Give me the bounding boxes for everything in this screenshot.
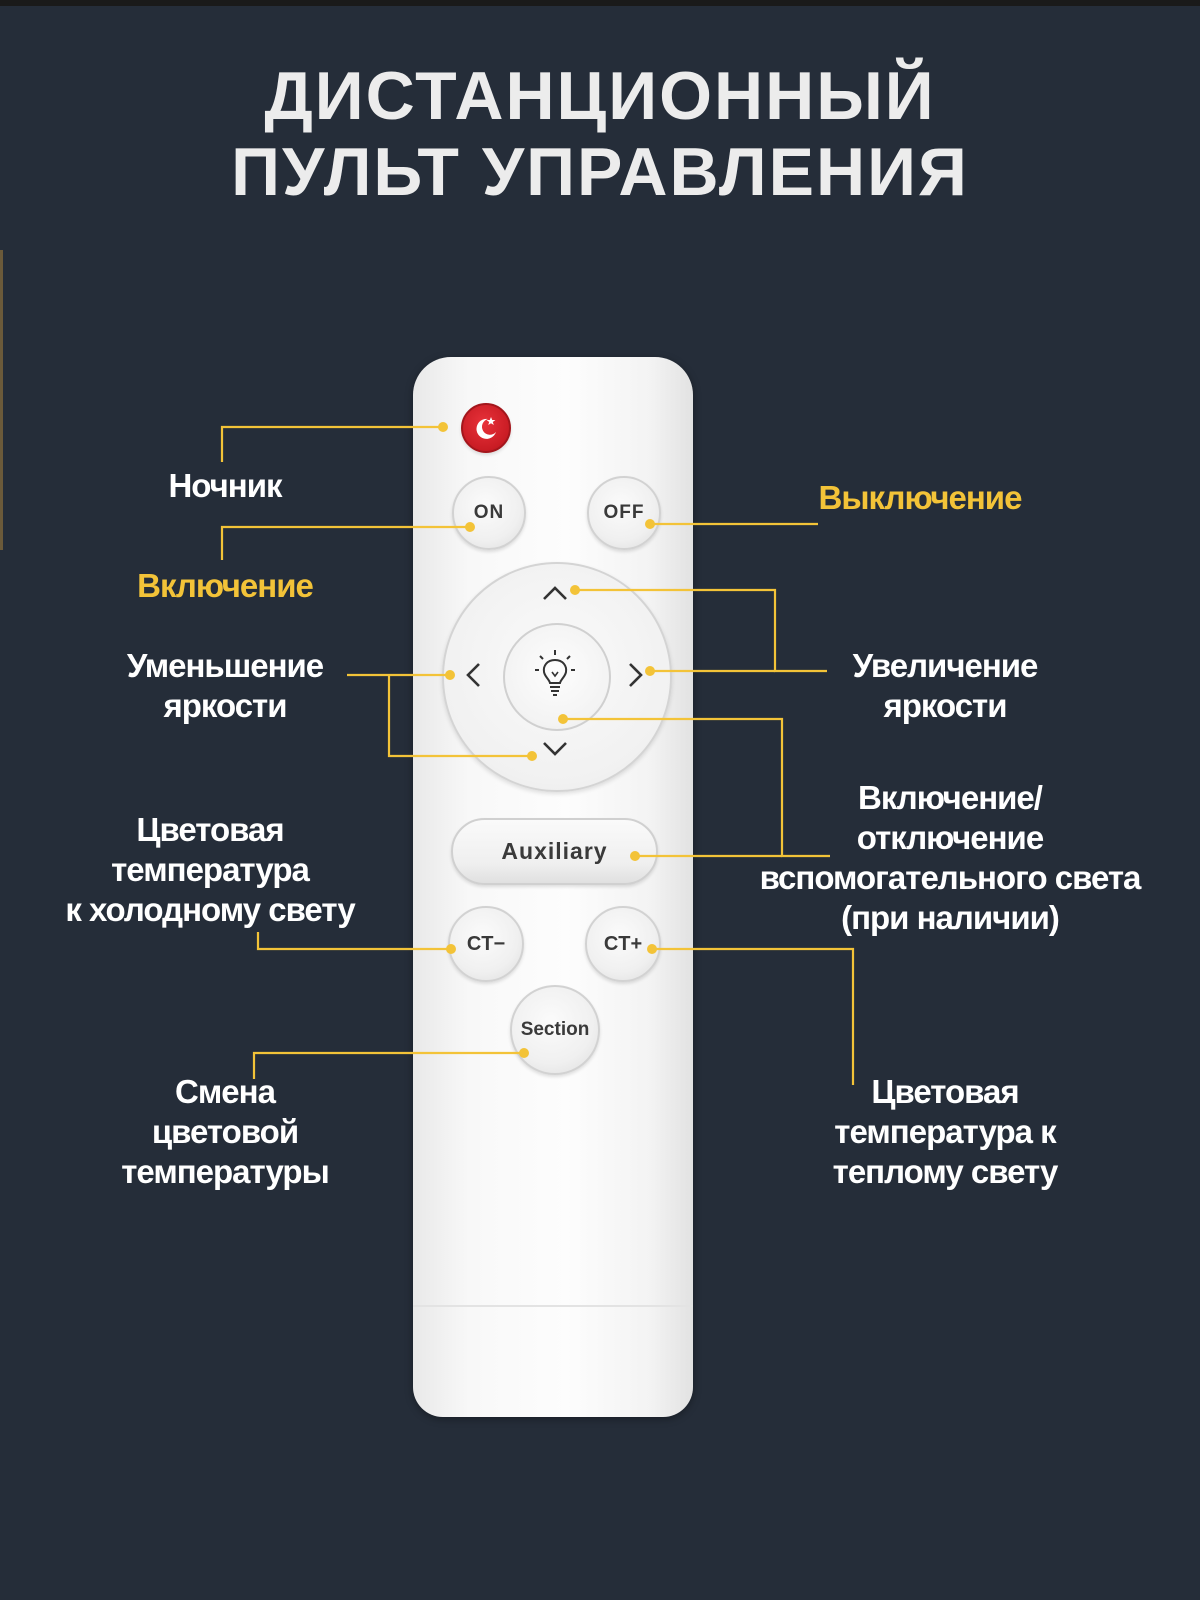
label-warm-temp-line-1: Цветовая (871, 1073, 1019, 1110)
label-cold-temp-line-2: температура (111, 851, 310, 888)
page-title: ДИСТАНЦИОННЫЙ ПУЛЬТ УПРАВЛЕНИЯ (0, 58, 1200, 210)
chevron-down-icon[interactable] (541, 740, 569, 758)
off-button[interactable]: OFF (587, 476, 661, 550)
label-brightness-down-line-2: яркости (163, 687, 287, 724)
label-brightness-up: Увеличение яркости (820, 646, 1070, 726)
title-line-1: ДИСТАНЦИОННЫЙ (264, 58, 936, 134)
label-auxiliary: Включение/ отключение вспомогательного с… (730, 778, 1170, 938)
label-auxiliary-line-2: отключение (856, 819, 1044, 856)
callout-night (220, 425, 443, 462)
label-night-light: Ночник (168, 467, 282, 504)
label-brightness-up-line-2: яркости (883, 687, 1007, 724)
label-warm-temp-line-3: теплому свету (832, 1153, 1059, 1190)
label-auxiliary-line-4: (при наличии) (841, 899, 1060, 936)
label-auxiliary-line-3: вспомогательного света (759, 859, 1142, 896)
lightbulb-icon (535, 650, 575, 696)
label-warm-temp: Цветовая температура к теплому свету (800, 1072, 1090, 1192)
auxiliary-button[interactable]: Auxiliary (451, 818, 658, 885)
label-brightness-down: Уменьшение яркости (95, 646, 355, 726)
label-auxiliary-line-1: Включение/ (858, 779, 1043, 816)
label-change-temp: Смена цветовой температуры (95, 1072, 355, 1192)
label-change-temp-line-3: температуры (121, 1153, 330, 1190)
label-turn-on: Включение (137, 567, 314, 604)
label-brightness-down-line-1: Уменьшение (126, 647, 324, 684)
remote-seam (413, 1305, 693, 1307)
label-cold-temp-line-3: к холодному свету (65, 891, 355, 928)
title-line-2: ПУЛЬТ УПРАВЛЕНИЯ (231, 134, 969, 210)
section-button[interactable]: Section (510, 985, 600, 1075)
label-warm-temp-line-2: температура к (834, 1113, 1056, 1150)
label-cold-temp-line-1: Цветовая (136, 811, 284, 848)
label-turn-off: Выключение (818, 479, 1023, 516)
label-cold-temp: Цветовая температура к холодному свету (40, 810, 380, 930)
chevron-up-icon[interactable] (541, 584, 569, 602)
ct-minus-button[interactable]: CT− (448, 906, 524, 982)
moon-star-icon (476, 417, 496, 439)
ct-plus-button[interactable]: CT+ (585, 906, 661, 982)
label-change-temp-line-1: Смена (175, 1073, 276, 1110)
label-brightness-up-line-1: Увеличение (852, 647, 1039, 684)
chevron-left-icon[interactable] (464, 661, 482, 689)
on-button[interactable]: ON (452, 476, 526, 550)
left-edge-accent (0, 250, 3, 550)
label-change-temp-line-2: цветовой (151, 1113, 299, 1150)
top-strip (0, 0, 1200, 6)
night-light-button[interactable] (461, 403, 511, 453)
chevron-right-icon[interactable] (627, 661, 645, 689)
